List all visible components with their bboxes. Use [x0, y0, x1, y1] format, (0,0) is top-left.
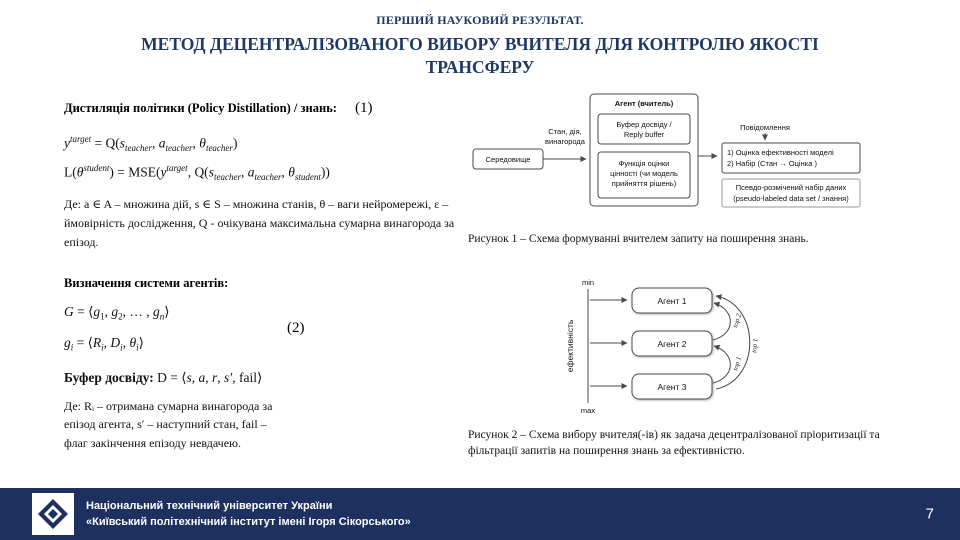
agent3-to-agent2-curve: [712, 344, 731, 384]
kpi-emblem-icon: [36, 497, 70, 531]
equation-loss: L(θstudent) = MSE(ytarget, Q(steacher, a…: [64, 163, 330, 183]
equation-agent-system: G = ⟨g1, g2, … , gn⟩: [64, 304, 170, 322]
message-line1: 1) Оцінка ефективності моделі: [727, 148, 834, 157]
message-content-box: [721, 142, 861, 174]
pseudo-labeled-line2: (pseudo-labeled data set / знання): [733, 194, 849, 203]
experience-buffer-box: [597, 113, 691, 145]
effectiveness-axis-label: ефективність: [565, 319, 575, 372]
notation-note-2: Де: Rᵢ – отримана сумарна винагорода за …: [64, 398, 273, 450]
value-function-line2: цінності (чи модель: [610, 169, 678, 178]
university-name-line2: «Київський політехнічний інститут імені …: [86, 516, 411, 528]
equation-agent-tuple: gi = ⟨Ri, Di, θi⟩: [64, 334, 144, 353]
slide-kicker: ПЕРШИЙ НАУКОВИЙ РЕЗУЛЬТАТ.: [376, 13, 584, 27]
agent3-to-agent1-curve: [715, 294, 751, 390]
axis-min-label: min: [582, 278, 594, 287]
value-function-line1: Функція оцінки: [619, 159, 670, 168]
page-number: 7: [925, 505, 934, 523]
university-logo: [32, 493, 74, 535]
experience-buffer-line1: Буфер досвіду /: [616, 120, 672, 129]
figure-2-caption: Рисунок 2 – Схема вибору вчителя(-ів) як…: [468, 429, 880, 458]
formulas-column: Дистиляція політики (Policy Distillation…: [64, 96, 466, 452]
agent-2-box: [631, 330, 713, 357]
agent-1-label: Агент 1: [658, 296, 687, 306]
top1-label-a: top 1: [731, 356, 743, 372]
notation-note-1: Де: a ∈ A – множина дій, s ∈ S – множина…: [64, 197, 455, 249]
equation-y-target: ytarget = Q(steacher, ateacher, θteacher…: [64, 134, 238, 154]
value-function-line3: прийняття рішень): [612, 179, 677, 188]
value-function-box: [597, 151, 691, 199]
agents-heading: Визначення системи агентів:: [64, 276, 229, 291]
figure-1-teacher-request-diagram: Середовище Стан, дія, винагорода Агент (…: [470, 92, 862, 214]
environment-box-label: Середовище: [486, 155, 531, 164]
university-name: Національний технічний університет Украї…: [86, 498, 411, 531]
agent-teacher-label: Агент (вчитель): [615, 99, 674, 108]
equation-1-number: (1): [354, 100, 373, 116]
agent-3-label: Агент 3: [658, 382, 687, 392]
slide-title: МЕТОД ДЕЦЕНТРАЛІЗОВАНОГО ВИБОРУ ВЧИТЕЛЯ …: [141, 34, 819, 78]
agent2-to-agent1-curve: [712, 301, 731, 341]
agent-1-box: [631, 287, 713, 314]
agent-3-box: [631, 373, 713, 400]
agent-2-label: Агент 2: [658, 339, 687, 349]
message-label: Повідомлення: [740, 123, 790, 132]
state-action-reward-label-line1: Стан, дія,: [548, 127, 581, 136]
axis-max-label: max: [581, 406, 595, 415]
experience-buffer-line2: Reply buffer: [624, 130, 665, 139]
pseudo-labeled-line1: Псевдо-розмічений набір даних: [736, 183, 847, 192]
pseudo-labeled-box: [721, 178, 861, 208]
experience-buffer-definition: Буфер досвіду: D = ⟨s, a, r, s′, fail⟩: [64, 369, 263, 385]
distillation-heading: Дистиляція політики (Policy Distillation…: [64, 101, 337, 115]
state-action-reward-label-line2: винагорода: [545, 137, 586, 146]
top1-label-b: top 1: [750, 338, 760, 353]
footer: Національний технічний університет Украї…: [0, 488, 960, 540]
figure-1-caption: Рисунок 1 – Схема формуванні вчителем за…: [468, 233, 809, 245]
equation-2-number: (2): [287, 320, 305, 336]
university-name-line1: Національний технічний університет Украї…: [86, 499, 333, 512]
message-line2: 2) Набір (Стан → Оцінка ): [727, 159, 817, 168]
top2-label: top 2: [731, 312, 743, 328]
figure-2-teacher-selection-diagram: min max ефективність Агент 1 Агент 2 Аге…: [540, 276, 780, 418]
